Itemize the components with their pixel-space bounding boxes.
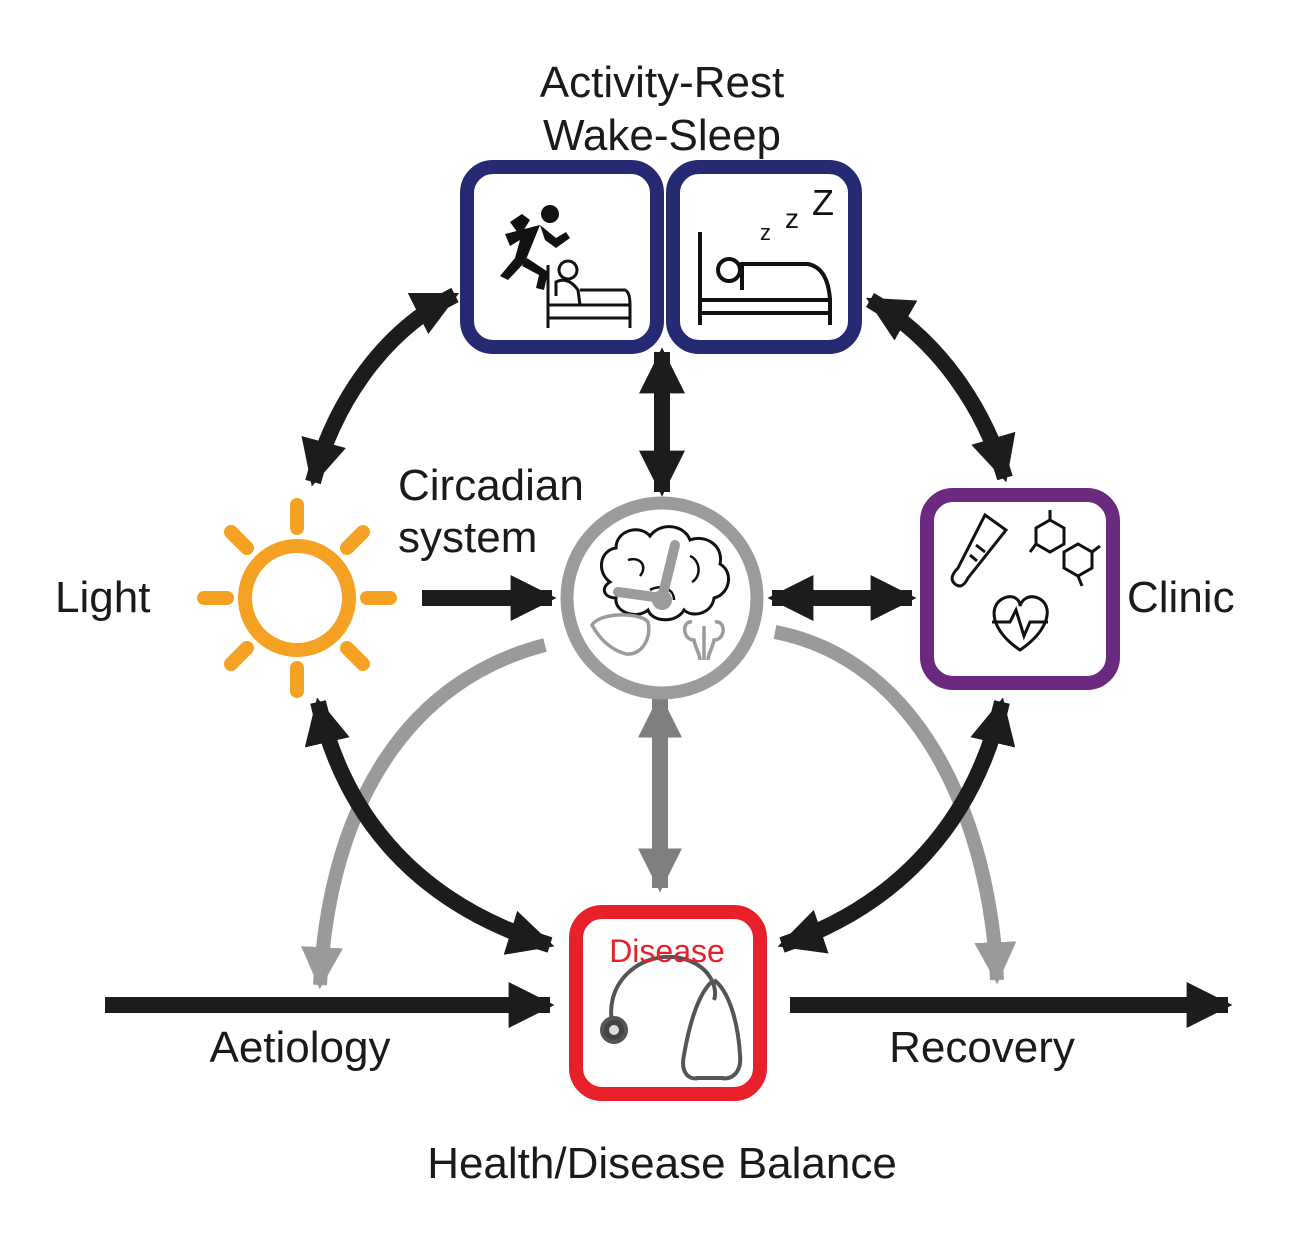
liver-icon <box>589 613 651 656</box>
arrow-clinic-disease <box>777 697 1016 954</box>
kidney-icon <box>683 620 725 661</box>
svg-text:Z: Z <box>812 182 834 223</box>
thermometer-icon <box>950 512 1009 588</box>
sun-icon <box>197 498 397 698</box>
label-aetiology: Aetiology <box>209 1023 390 1072</box>
label-health-disease-balance: Health/Disease Balance <box>427 1139 897 1188</box>
svg-text:z: z <box>785 203 799 234</box>
label-clinic: Clinic <box>1127 573 1235 622</box>
zzz-icon: z z Z <box>760 182 834 245</box>
label-recovery: Recovery <box>889 1023 1075 1072</box>
runner-icon <box>500 205 570 290</box>
arrow-light-disease <box>304 697 555 955</box>
label-activity-rest: Activity-Rest <box>540 58 784 107</box>
stethoscope-icon <box>600 954 743 1081</box>
sleeping-in-bed-icon <box>698 232 832 325</box>
arrow-sleep-clinic <box>866 293 1016 483</box>
heart-pulse-icon <box>992 595 1049 652</box>
activity-rest-box <box>460 160 664 354</box>
label-wake-sleep: Wake-Sleep <box>543 111 781 160</box>
wake-sleep-box: z z Z <box>666 160 862 354</box>
svg-text:z: z <box>760 220 771 245</box>
bed-icon <box>546 259 632 328</box>
circadian-system-icon <box>560 496 764 700</box>
label-system: system <box>398 513 537 562</box>
molecule-icon <box>1028 510 1101 587</box>
label-disease: Disease <box>609 933 725 969</box>
disease-box <box>569 905 767 1101</box>
arrow-activity-light <box>301 287 460 487</box>
clinic-box <box>920 488 1120 690</box>
arrows <box>105 287 1233 1028</box>
label-light: Light <box>55 573 150 622</box>
label-circadian: Circadian <box>398 461 584 510</box>
